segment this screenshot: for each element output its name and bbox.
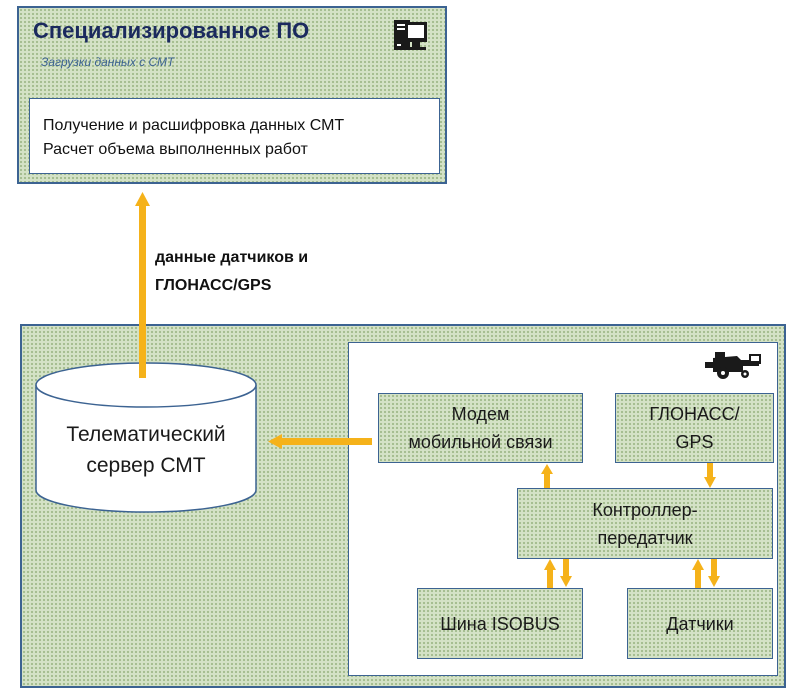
connection-label: данные датчиков и ГЛОНАСС/GPS [155,244,375,300]
computer-icon [391,18,431,56]
function-line-volume: Расчет объема выполненных работ [43,141,308,158]
sensors-box: Датчики [627,588,773,659]
modem-label-line2: мобильной связи [408,432,553,452]
server-label: Телематический сервер СМТ [36,418,256,482]
arrow-controller-to-isobus [560,559,572,587]
arrow-glonass-to-controller [704,463,716,488]
arrow-sensors-to-controller [692,559,704,588]
isobus-box: Шина ISOBUS [417,588,583,659]
software-title: Специализированное ПО [33,18,310,43]
glonass-label-line1: ГЛОНАСС/ [649,404,740,424]
function-line-decode: Получение и расшифровка данных СМТ [43,117,345,134]
sensors-label: Датчики [666,613,734,634]
isobus-label: Шина ISOBUS [440,613,560,634]
arrow-server-to-software [135,192,150,378]
arrow-controller-to-sensors [708,559,720,587]
arrow-isobus-to-controller [544,559,556,588]
glonass-gps-box: ГЛОНАСС/ GPS [615,393,774,463]
software-subtitle: Загрузки данных с СМТ [41,55,175,69]
arrow-modem-to-server [268,434,372,449]
connection-label-line1: данные датчиков и [155,249,309,266]
controller-label-line2: передатчик [597,527,693,548]
controller-label-line1: Контроллер- [592,499,698,520]
controller-box: Контроллер- передатчик [517,488,773,559]
server-label-line2: сервер СМТ [86,454,206,477]
combine-harvester-icon [703,350,765,380]
software-panel: Специализированное ПО Загрузки данных с … [17,6,447,184]
software-functions-box: Получение и расшифровка данных СМТ Расче… [29,98,440,174]
connection-label-line2: ГЛОНАСС/GPS [155,277,272,294]
modem-label-line1: Модем [451,404,510,424]
modem-box: Модем мобильной связи [378,393,583,463]
glonass-label-line2: GPS [675,432,714,452]
arrow-controller-to-modem [541,464,553,488]
server-label-line1: Телематический [66,423,226,446]
